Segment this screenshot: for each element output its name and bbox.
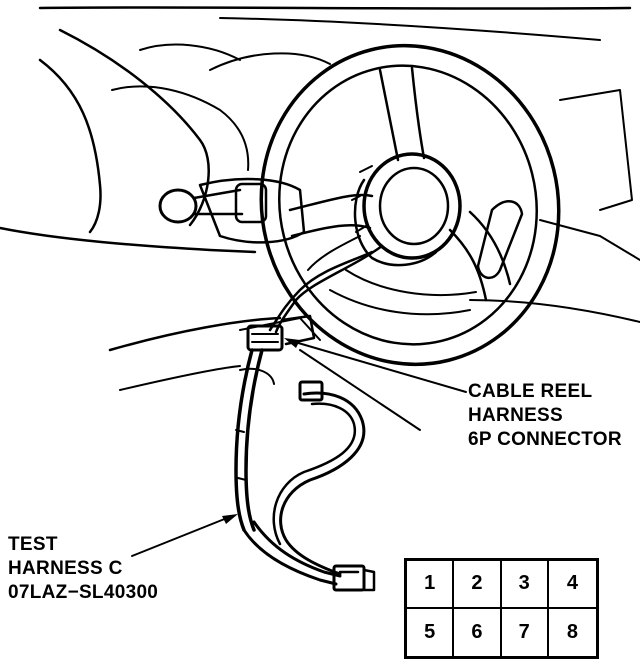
cable-reel-wires-3 xyxy=(307,235,361,271)
connector-detail xyxy=(251,333,279,343)
hub-backplate xyxy=(353,178,438,267)
connector-mount xyxy=(280,314,316,346)
pin-cell-7: 7 xyxy=(502,608,549,656)
wheel-lower-arc xyxy=(329,289,471,316)
wheel-spoke-top xyxy=(378,66,426,162)
pin-cell-4: 4 xyxy=(548,561,596,609)
cable-reel-arrowhead xyxy=(284,338,300,348)
switch-body xyxy=(234,182,268,224)
cable-reel-label-line-3: 6P CONNECTOR xyxy=(468,429,622,450)
dash-curve-1 xyxy=(111,85,250,171)
test-harness-label-line-3: 07LAZ−SL40300 xyxy=(8,582,159,603)
hub-detail xyxy=(351,165,373,233)
pin-cell-5: 5 xyxy=(407,608,455,656)
harness-tie xyxy=(235,429,247,481)
dashboard-left-contour xyxy=(58,28,210,227)
cable-reel-6p-connector xyxy=(246,324,284,352)
windshield-line xyxy=(219,17,601,41)
switch-lever xyxy=(192,188,244,216)
steering-column-shroud xyxy=(198,177,306,244)
test-harness-branch-2 xyxy=(252,520,342,578)
pin-cell-8: 8 xyxy=(566,620,578,643)
cable-reel-wires-2 xyxy=(274,244,384,334)
harness-8p-connector-detail xyxy=(338,568,376,592)
pin-cell-3: 3 xyxy=(501,561,549,609)
wheel-spoke-right xyxy=(448,210,512,302)
dashboard-top-line xyxy=(38,6,632,10)
pin-cell-1: 1 xyxy=(407,561,455,609)
dash-panel-line xyxy=(139,43,241,61)
dash-right-panel xyxy=(559,89,633,211)
harness-small-connector xyxy=(298,380,324,402)
right-switch-pad xyxy=(476,200,524,279)
test-harness-label-line-2: HARNESS C xyxy=(8,558,123,579)
cable-reel-label-line-2: HARNESS xyxy=(468,405,564,426)
dash-right-lower xyxy=(469,299,640,323)
cable-reel-leader-line xyxy=(287,339,467,393)
steering-wheel-rim-inner xyxy=(278,64,538,346)
harness-8p-connector xyxy=(332,564,366,592)
cable-reel-inner xyxy=(378,166,450,246)
harness-grommet xyxy=(239,367,275,385)
combination-switch-knob xyxy=(158,188,198,224)
test-harness-main-left xyxy=(234,348,254,532)
lower-dash-1 xyxy=(108,316,282,352)
cable-reel-connector-label: CABLE REEL HARNESS 6P CONNECTOR xyxy=(468,380,622,452)
test-harness-branch xyxy=(242,528,338,586)
steering-wheel-rim-outer xyxy=(259,43,561,367)
cable-reel-hub xyxy=(362,152,462,260)
connector-pin-grid: 1 2 3 4 5 6 7 8 xyxy=(404,558,599,659)
dash-right-vent xyxy=(539,219,640,261)
lower-dash-line xyxy=(0,226,257,254)
wheel-lower-arc-2 xyxy=(345,269,477,297)
lower-dash-2 xyxy=(119,365,241,391)
test-harness-label-line-1: TEST xyxy=(8,534,58,555)
dashboard-hood xyxy=(38,58,102,234)
cable-reel-wires xyxy=(268,250,374,332)
instrument-hood xyxy=(209,52,331,71)
test-harness-leader-line xyxy=(131,515,233,557)
test-harness-label: TEST HARNESS C 07LAZ−SL40300 xyxy=(8,533,158,605)
test-harness-loop xyxy=(279,391,366,576)
test-harness-loop-2 xyxy=(272,402,357,546)
panel-diagonal xyxy=(299,349,421,431)
pin-cell-2: 2 xyxy=(454,561,502,609)
pin-cell-6: 6 xyxy=(454,608,502,656)
test-harness-main-right xyxy=(244,348,264,532)
cable-reel-label-line-1: CABLE REEL xyxy=(468,381,593,402)
test-harness-arrowhead xyxy=(222,514,238,524)
